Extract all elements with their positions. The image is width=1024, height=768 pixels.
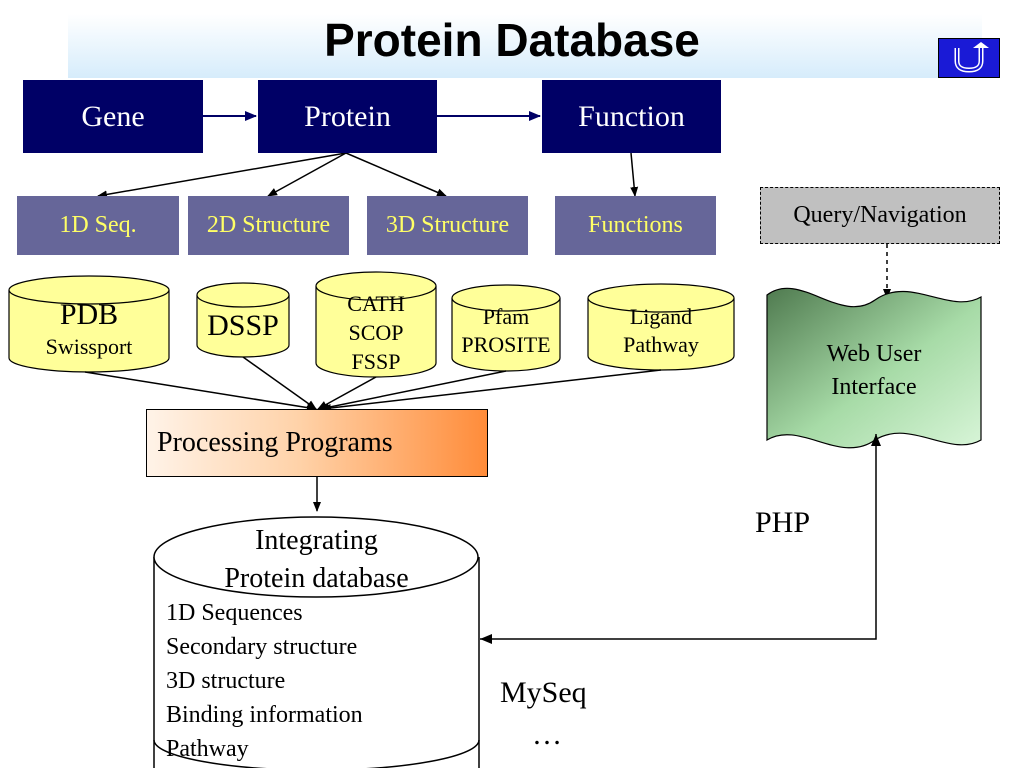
php-label: PHP [755, 506, 811, 539]
web-ui-shape [766, 287, 982, 449]
functions-box: Functions [555, 196, 716, 255]
list-item: Binding information [166, 702, 363, 728]
ligand-line1: Ligand [629, 304, 693, 329]
list-item: 1D Sequences [166, 600, 303, 626]
ellipsis-label: … [532, 718, 562, 751]
pfam-line2: PROSITE [461, 332, 551, 357]
integrating-db-cylinder [153, 516, 480, 768]
integrating-line2: Protein database [224, 563, 409, 594]
protein-label: Protein [304, 99, 391, 133]
dssp-cylinder [196, 282, 290, 358]
protein-box: Protein [258, 80, 437, 153]
web-ui-line2: Interface [831, 374, 917, 400]
function-label: Function [578, 99, 685, 133]
title-band [68, 14, 982, 78]
web-ui-label: Web User Interface [767, 338, 981, 404]
cath-line2: SCOP [348, 320, 404, 345]
list-item: 3D structure [166, 668, 286, 694]
pfam-label: Pfam PROSITE [450, 303, 562, 359]
struct2d-label: 2D Structure [206, 212, 331, 238]
ligand-line2: Pathway [623, 332, 699, 357]
cath-line1: CATH [347, 291, 405, 316]
gene-label: Gene [81, 99, 145, 133]
return-button[interactable] [938, 38, 1000, 78]
processing-programs-box: Processing Programs [146, 409, 488, 477]
list-item: Pathway [166, 736, 249, 762]
ligand-cylinder [587, 283, 735, 371]
struct2d-box: 2D Structure [188, 196, 349, 255]
integrating-line1: Integrating [255, 525, 378, 556]
query-navigation-label: Query/Navigation [793, 202, 967, 228]
pdb-line1: PDB [59, 298, 119, 331]
myseq-label: MySeq [500, 676, 587, 709]
processing-programs-label: Processing Programs [157, 427, 393, 458]
struct3d-label: 3D Structure [385, 212, 510, 238]
functions-label: Functions [588, 212, 683, 238]
pdb-label: PDB Swissport [9, 298, 169, 359]
list-item: Secondary structure [166, 634, 358, 660]
seq1d-box: 1D Seq. [17, 196, 179, 255]
function-box: Function [542, 80, 721, 153]
web-ui-line1: Web User [826, 341, 922, 367]
pdb-line2: Swissport [45, 334, 133, 359]
integrating-db-title: Integrating Protein database [154, 522, 479, 598]
gene-box: Gene [23, 80, 203, 153]
pdb-cylinder [8, 275, 170, 373]
query-navigation-box: Query/Navigation [760, 187, 1000, 244]
dssp-label: DSSP [207, 309, 279, 342]
integrating-db-items: 1D Sequences Secondary structure 3D stru… [166, 596, 363, 766]
pfam-line1: Pfam [482, 304, 530, 329]
cath-line3: FSSP [351, 349, 401, 374]
cath-label: CATH SCOP FSSP [316, 289, 436, 376]
pfam-cylinder [451, 284, 561, 372]
seq1d-label: 1D Seq. [59, 212, 137, 238]
struct3d-box: 3D Structure [367, 196, 528, 255]
ligand-label: Ligand Pathway [588, 303, 734, 359]
return-icon [954, 42, 989, 73]
page-title: Protein Database [324, 14, 700, 66]
